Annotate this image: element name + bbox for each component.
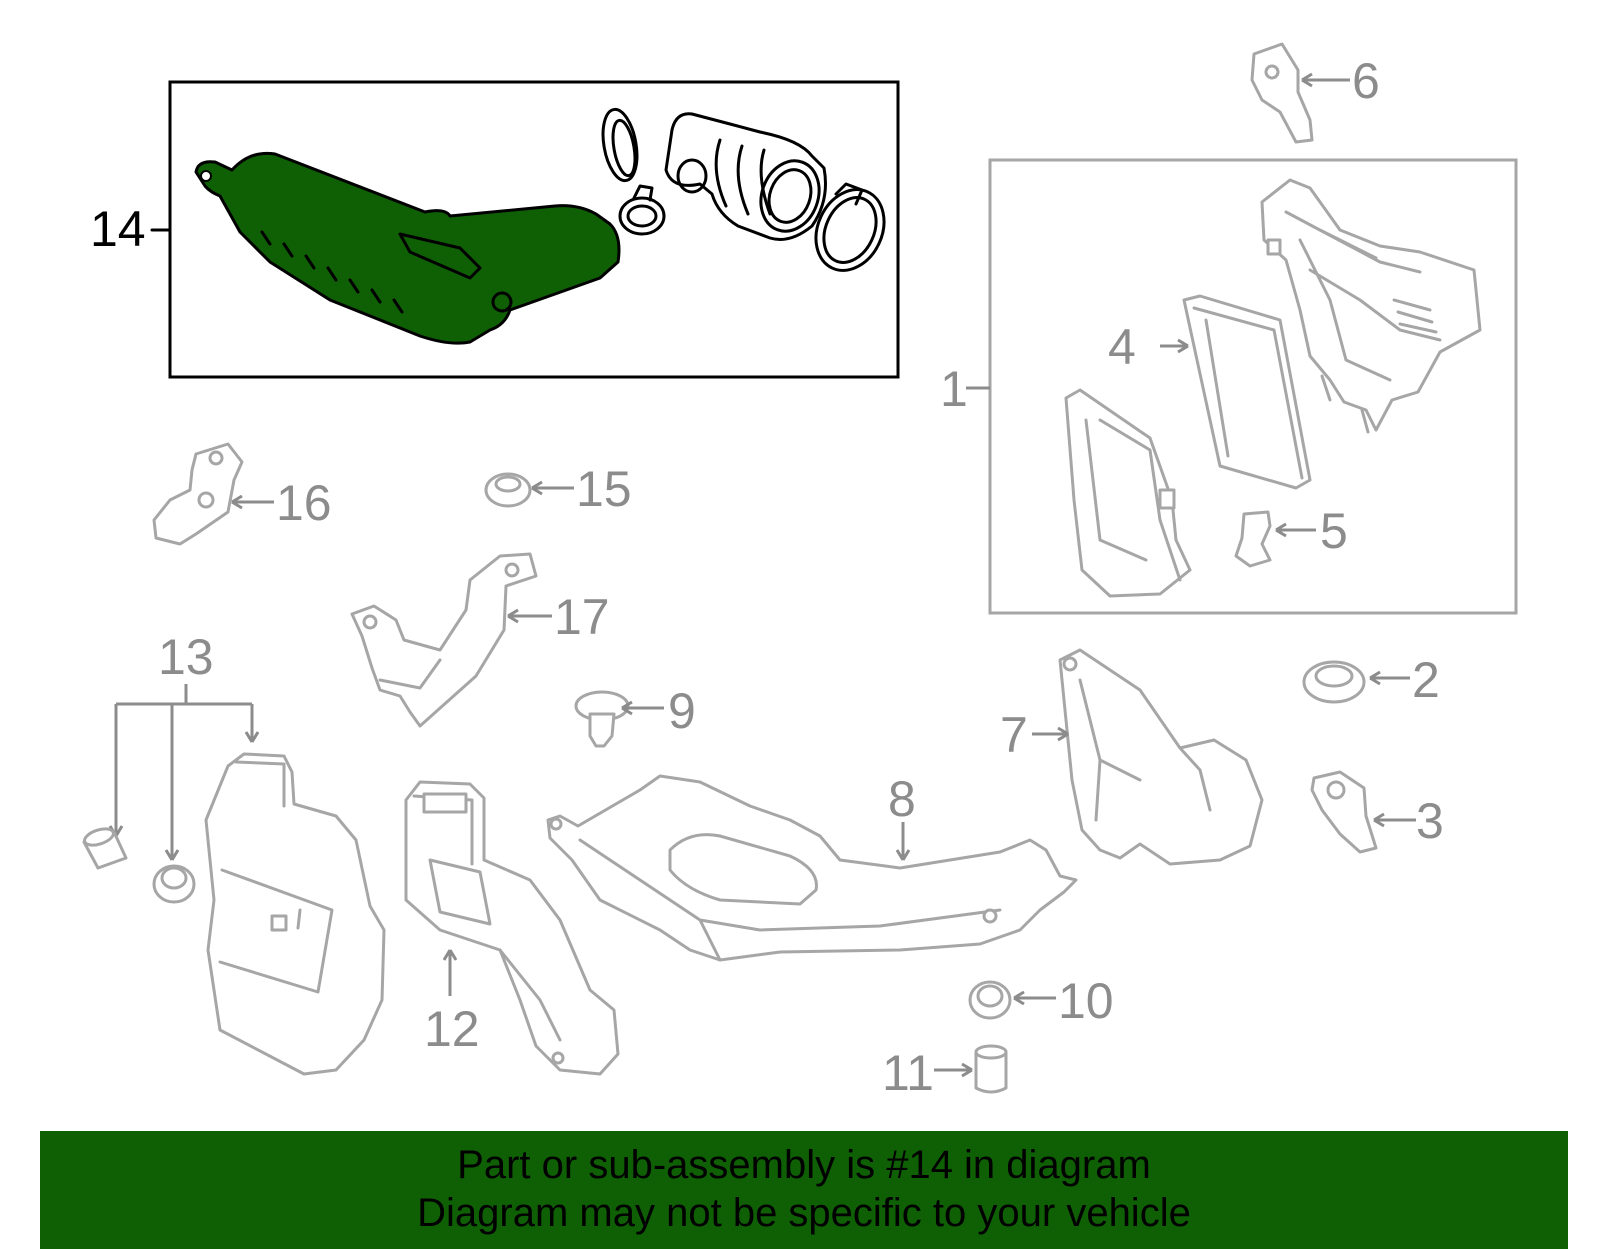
callout-7[interactable]: 7	[1000, 707, 1028, 763]
callout-1[interactable]: 1	[940, 361, 968, 417]
air-box-lower	[1064, 388, 1192, 598]
bracket-17	[350, 552, 538, 728]
bracket-6	[1250, 42, 1314, 144]
duct-hole	[200, 170, 212, 182]
air-box-upper	[1260, 178, 1482, 434]
callout-9[interactable]: 9	[668, 683, 696, 739]
duct-mount	[491, 291, 513, 313]
callout-11[interactable]: 11	[882, 1045, 934, 1101]
callout-10[interactable]: 10	[1058, 973, 1114, 1029]
bracket-3	[1310, 770, 1378, 854]
callout-3[interactable]: 3	[1416, 793, 1444, 849]
clamp-small	[618, 196, 666, 236]
banner-line-1: Part or sub-assembly is #14 in diagram	[457, 1143, 1151, 1187]
callout-6[interactable]: 6	[1352, 53, 1380, 109]
sleeve-13a	[82, 827, 128, 870]
clamp-top	[601, 107, 639, 183]
banner-line-2: Diagram may not be specific to your vehi…	[417, 1191, 1191, 1235]
grommet-2	[1302, 660, 1366, 704]
callout-4[interactable]: 4	[1108, 319, 1136, 375]
push-clip-9	[574, 690, 630, 748]
duct-8	[546, 774, 1078, 962]
callout-8[interactable]: 8	[888, 771, 916, 827]
callout-12[interactable]: 12	[424, 1001, 480, 1057]
grommet-10	[968, 980, 1012, 1020]
info-banner: Part or sub-assembly is #14 in diagram D…	[40, 1131, 1568, 1249]
callout-15[interactable]: 15	[576, 461, 632, 517]
highlight-box-14[interactable]	[150, 80, 900, 379]
sleeve-11	[974, 1044, 1008, 1094]
clip-5	[1234, 510, 1272, 568]
resonator-13	[204, 752, 386, 1076]
bracket-16	[152, 442, 244, 546]
callout-2[interactable]: 2	[1412, 652, 1440, 708]
duct-7	[1058, 648, 1264, 866]
duct-ribs	[260, 230, 404, 314]
callout-5[interactable]: 5	[1320, 503, 1348, 559]
duct-slot	[398, 232, 482, 280]
air-filter	[1182, 294, 1312, 490]
clamp-large	[814, 188, 886, 272]
callout-13[interactable]: 13	[158, 629, 214, 685]
intake-elbow	[664, 112, 827, 241]
callout-16[interactable]: 16	[276, 475, 332, 531]
grommet-13b	[152, 864, 196, 904]
duct-12	[404, 780, 620, 1076]
callout-14[interactable]: 14	[90, 201, 146, 257]
callout-17[interactable]: 17	[554, 589, 610, 645]
grommet-15	[484, 472, 532, 508]
